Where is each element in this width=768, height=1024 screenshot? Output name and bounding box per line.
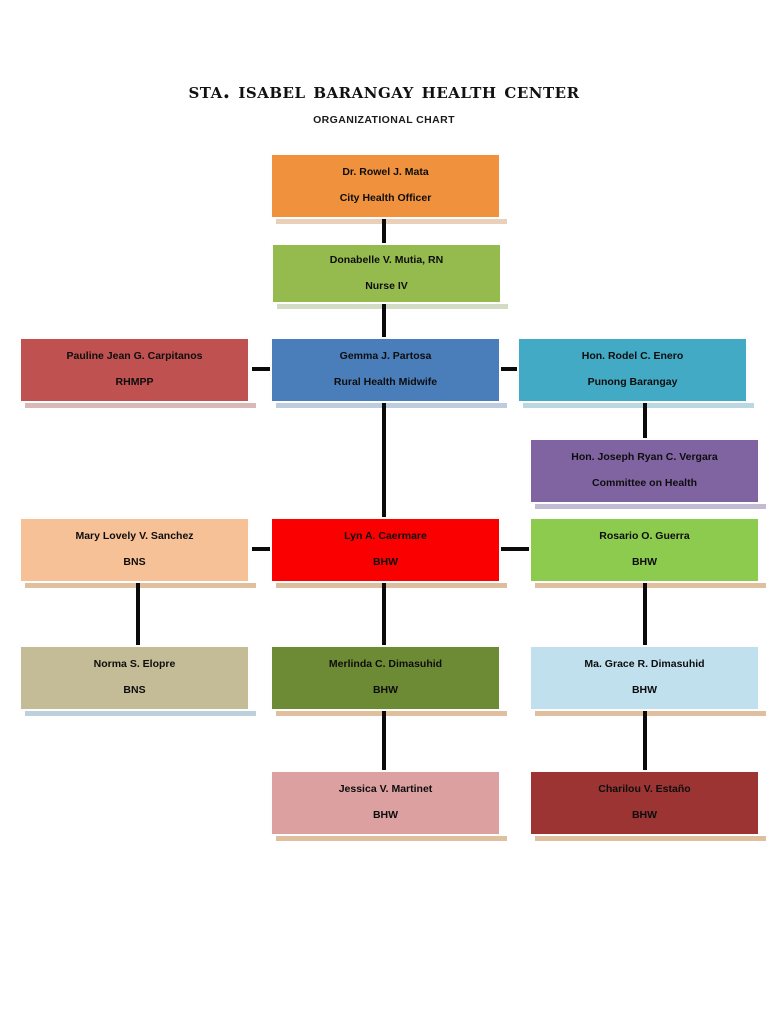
shadow-guerra: [535, 583, 766, 588]
org-node-name: Pauline Jean G. Carpitanos: [66, 350, 203, 363]
org-node-name: Merlinda C. Dimasuhid: [328, 658, 443, 671]
org-node-role: BHW: [372, 556, 399, 568]
org-node-role: BHW: [372, 809, 399, 821]
connector-guerra-to-magrace: [643, 583, 647, 646]
org-node-name: Jessica V. Martinet: [338, 783, 433, 796]
org-node-role: BHW: [372, 684, 399, 696]
org-node-role: BHW: [631, 556, 658, 568]
connector-sanchez-to-elopre: [136, 583, 140, 646]
org-node-name: Dr. Rowel J. Mata: [342, 166, 429, 179]
org-node-name: Ma. Grace R. Dimasuhid: [584, 658, 705, 671]
page-title: Sta. Isabel Barangay Health Center: [188, 78, 580, 103]
org-node-name: Mary Lovely V. Sanchez: [75, 530, 194, 543]
org-node-role: BNS: [123, 556, 146, 568]
shadow-magrace: [535, 711, 766, 716]
org-node-n2[interactable]: Donabelle V. Mutia, RN Nurse IV: [271, 243, 502, 304]
shadow-enero: [523, 403, 754, 408]
shadow-partosa: [276, 403, 507, 408]
org-node-name: Hon. Rodel C. Enero: [581, 350, 684, 363]
shadow-elopre: [25, 711, 256, 716]
connector-caermare-to-guerra: [501, 547, 530, 551]
org-node-role: BHW: [631, 684, 658, 696]
shadow-merlinda: [276, 711, 507, 716]
shadow-vergara: [535, 504, 766, 509]
org-node-role: BNS: [123, 684, 146, 696]
org-node-role: RHMPP: [115, 376, 154, 388]
org-node-role: Rural Health Midwife: [333, 376, 438, 388]
org-node-name: Lyn A. Caermare: [344, 530, 427, 543]
connector-sanchez-to-caermare: [252, 547, 271, 551]
org-node-name: Hon. Joseph Ryan C. Vergara: [571, 451, 718, 464]
org-node-role: City Health Officer: [339, 192, 432, 204]
org-node-name: Donabelle V. Mutia, RN: [329, 253, 444, 266]
connector-carpitanos-to-partosa: [252, 367, 271, 371]
org-node-role: Nurse IV: [365, 279, 408, 292]
org-node-name: Rosario O. Guerra: [599, 530, 690, 543]
connector-caermare-to-merlinda: [382, 583, 386, 646]
page-subtitle: ORGANIZATIONAL CHART: [313, 114, 455, 126]
shadow-mutia: [277, 304, 508, 309]
shadow-caermare: [276, 583, 507, 588]
connector-magrace-to-charilou: [643, 702, 647, 771]
shadow-carpitanos: [25, 403, 256, 408]
connector-mutia-to-partosa: [382, 304, 386, 338]
shadow-charilou: [535, 836, 766, 841]
shadow-mata: [276, 219, 507, 224]
org-node-role: BHW: [631, 809, 658, 821]
org-node-name: Gemma J. Partosa: [339, 350, 432, 363]
connector-partosa-to-caermare: [382, 403, 386, 518]
connector-mata-to-mutia: [382, 219, 386, 244]
org-node-role: Punong Barangay: [587, 376, 678, 388]
org-node-name: Charilou V. Estaño: [598, 783, 691, 796]
shadow-sanchez: [25, 583, 256, 588]
org-node-name: Norma S. Elopre: [93, 658, 176, 671]
connector-merlinda-to-jessica: [382, 702, 386, 771]
connector-partosa-to-enero: [501, 367, 518, 371]
shadow-jessica: [276, 836, 507, 841]
connector-enero-to-vergara: [643, 403, 647, 439]
org-node-role: Committee on Health: [591, 477, 697, 489]
